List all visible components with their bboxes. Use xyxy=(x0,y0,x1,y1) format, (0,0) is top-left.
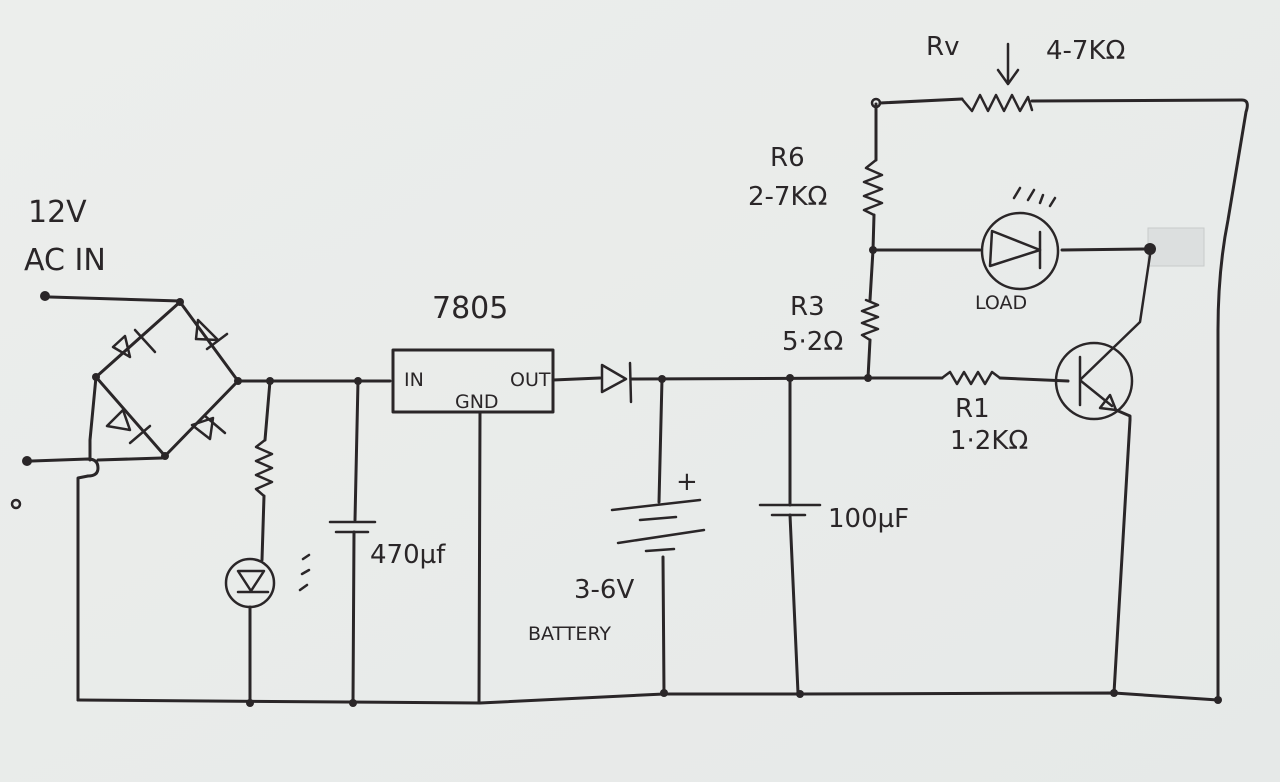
capacitor-470uf xyxy=(328,379,377,705)
capacitor-2-value: 100µF xyxy=(828,504,909,534)
load-label: LOAD xyxy=(975,292,1027,314)
resistor-r3-value: 5·2Ω xyxy=(782,327,843,357)
battery-voltage: 3-6V xyxy=(574,575,634,605)
regulator-7805 xyxy=(391,348,602,705)
resistor-r1-value: 1·2KΩ xyxy=(950,426,1028,456)
resistor-r6-name: R6 xyxy=(770,143,805,173)
npn-transistor xyxy=(1054,253,1152,697)
battery xyxy=(610,377,706,697)
battery-label: BATTERY xyxy=(528,623,611,645)
resistor-r6 xyxy=(862,102,884,252)
potentiometer-rv xyxy=(878,42,1249,702)
potentiometer-value: 4-7KΩ xyxy=(1046,36,1125,66)
tape-patch xyxy=(1147,227,1205,267)
regulator-name: 7805 xyxy=(432,291,508,326)
wire-ground-rail xyxy=(76,691,1220,705)
resistor-r6-value: 2-7KΩ xyxy=(748,182,827,212)
input-voltage-label: 12V xyxy=(28,195,87,230)
capacitor-1-value: 470µf xyxy=(370,540,446,570)
indicator-led-branch xyxy=(224,379,311,705)
battery-polarity: + xyxy=(676,467,698,497)
regulator-pin-gnd: GND xyxy=(455,391,499,413)
load-led xyxy=(871,186,1150,291)
resistor-r1-name: R1 xyxy=(955,394,990,424)
resistor-r3-name: R3 xyxy=(790,292,825,322)
resistor-r3 xyxy=(860,248,880,380)
input-type-label: AC IN xyxy=(24,243,106,278)
potentiometer-name: Rv xyxy=(926,32,959,62)
regulator-pin-out: OUT xyxy=(510,369,551,391)
series-diode xyxy=(600,361,872,404)
regulator-pin-in: IN xyxy=(404,369,424,391)
